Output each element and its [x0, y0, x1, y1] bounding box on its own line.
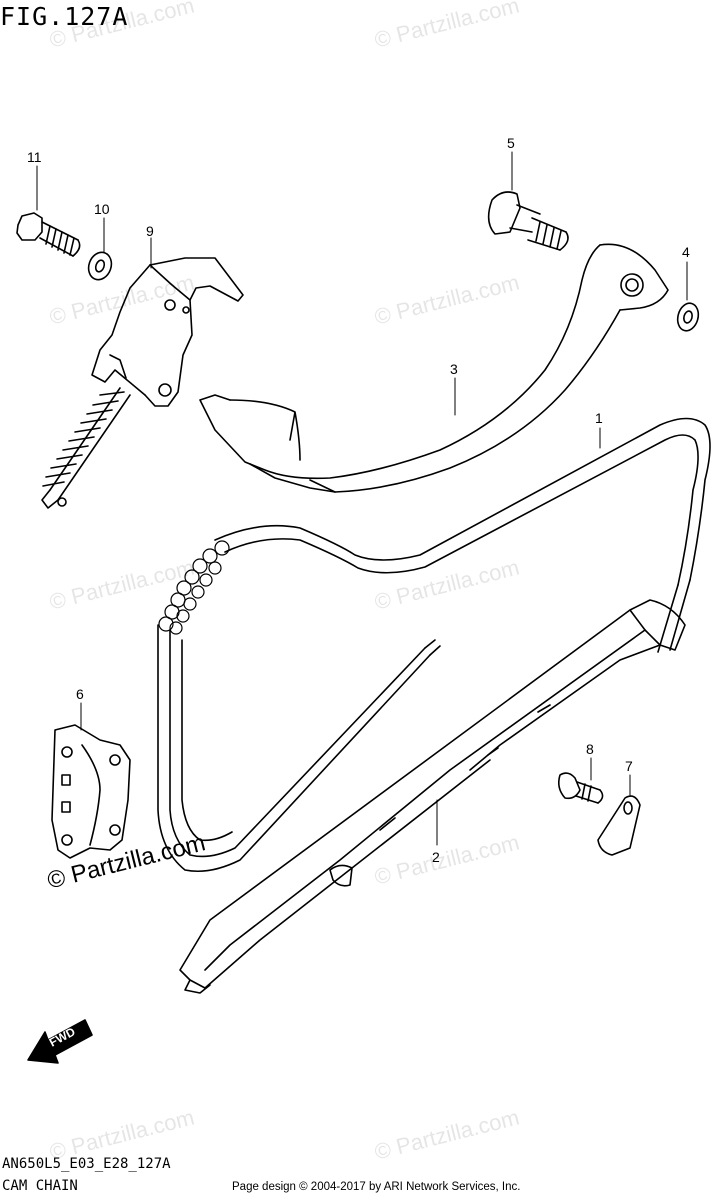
callout-number: 1: [595, 410, 603, 426]
diagram-name: CAM CHAIN: [2, 1178, 78, 1194]
tensioner-adjuster-part-9: [41, 257, 244, 509]
callout-number: 4: [682, 244, 690, 260]
figure-title: FIG.127A: [0, 2, 129, 31]
callout-number: 8: [586, 741, 594, 757]
tensioner-arm-part-3: [199, 243, 669, 493]
callout-number: 7: [625, 758, 633, 774]
washer-part-10: [87, 251, 113, 281]
leader-lines: [36, 151, 688, 846]
callout-number: 10: [94, 201, 110, 217]
cam-chain-part-1: [157, 417, 711, 873]
callout-number: 2: [432, 849, 440, 865]
page-credit: Page design © 2004-2017 by ARI Network S…: [232, 1181, 521, 1193]
callout-number: 3: [450, 361, 458, 377]
callout-number: 5: [507, 135, 515, 151]
plate-part-7: [597, 795, 641, 856]
callout-number: 6: [76, 686, 84, 702]
forward-direction-arrow: [27, 1019, 93, 1064]
chain-guide-part-2: [179, 599, 686, 994]
callout-number: 11: [27, 149, 42, 165]
callout-number: 9: [146, 223, 154, 239]
diagram-code: AN650L5_E03_E28_127A: [2, 1156, 171, 1172]
washer-part-4: [676, 302, 700, 332]
bolt-part-11: [16, 212, 81, 257]
guide-bracket-part-6: [51, 724, 131, 859]
screw-part-8: [558, 772, 604, 804]
pivot-bolt-part-5: [487, 191, 569, 251]
